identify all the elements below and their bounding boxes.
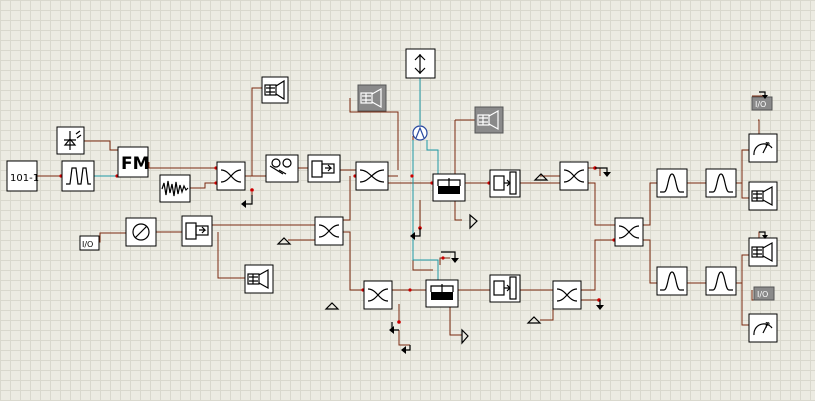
power-meter-p-label: P xyxy=(765,321,770,330)
scope-block-4[interactable] xyxy=(748,237,778,267)
fm-modulator-block[interactable]: FM xyxy=(117,146,150,178)
filter-icon xyxy=(709,271,733,291)
power-meter-icon: P xyxy=(753,141,773,156)
detector-block-top[interactable] xyxy=(432,173,466,202)
modulator-block-3[interactable] xyxy=(489,274,521,303)
power-meter-icon: P xyxy=(753,321,773,336)
photodiode-block[interactable] xyxy=(56,126,85,155)
io-block-1[interactable]: I/O xyxy=(79,235,100,251)
coupler-block-1[interactable] xyxy=(216,161,246,191)
noise-icon xyxy=(161,180,189,197)
source-code-label: 101-1 xyxy=(10,173,39,184)
coupler-block-6[interactable] xyxy=(552,280,582,310)
power-meter-block-1[interactable]: P xyxy=(748,133,778,163)
io-label: I/O xyxy=(755,100,766,109)
coupler-block-3[interactable] xyxy=(314,216,344,246)
terminator-icon xyxy=(441,251,459,263)
power-meter-p-label: P xyxy=(765,141,770,150)
splitter-node[interactable] xyxy=(412,125,428,141)
modulator-block-2[interactable] xyxy=(489,169,521,198)
ground-markers xyxy=(276,173,549,345)
coupler-icon xyxy=(318,224,340,238)
coupler-icon xyxy=(556,288,578,302)
scope-icon xyxy=(264,79,285,101)
ground-icon xyxy=(276,237,292,245)
detector-icon xyxy=(437,178,461,194)
fiber-spool-block[interactable] xyxy=(265,154,299,183)
waveform-icon xyxy=(66,167,91,185)
io-block-gray-2[interactable]: I/O xyxy=(753,286,775,301)
scope-icon xyxy=(751,241,773,263)
laser-source-icon xyxy=(414,54,426,74)
coupler-icon xyxy=(220,169,242,183)
io-block-gray-1[interactable]: I/O xyxy=(751,96,773,111)
filter-block-2[interactable] xyxy=(705,168,737,198)
modulator-icon xyxy=(311,160,335,178)
terminator-icon xyxy=(389,322,399,334)
modulator-icon xyxy=(493,276,517,300)
scope-block-3[interactable] xyxy=(748,181,778,211)
filter-block-4[interactable] xyxy=(705,266,737,296)
filter-icon xyxy=(660,173,684,193)
scope-block-gray-2[interactable] xyxy=(474,106,504,134)
noise-source-block[interactable] xyxy=(159,174,191,203)
laser-source-block[interactable] xyxy=(405,48,436,79)
fm-label: FM xyxy=(121,154,150,174)
coupler-icon xyxy=(359,169,385,183)
ground-icon xyxy=(526,316,542,324)
scope-icon xyxy=(751,185,773,207)
filter-block-3[interactable] xyxy=(656,266,688,296)
filter-icon xyxy=(709,173,733,193)
modulator-block-4[interactable] xyxy=(181,215,213,247)
detector-icon xyxy=(430,284,454,300)
scope-block-gray-1[interactable] xyxy=(357,84,387,112)
pulse-source-block[interactable]: 101-1 xyxy=(6,160,39,192)
io-label: I/O xyxy=(82,240,93,249)
io-label: I/O xyxy=(757,290,768,299)
wires xyxy=(37,78,766,346)
coupler-icon xyxy=(618,225,640,239)
coupler-block-2[interactable] xyxy=(355,161,389,191)
scope-block-1[interactable] xyxy=(261,76,289,104)
terminator-icon xyxy=(759,231,768,239)
terminator-icon xyxy=(596,300,604,310)
terminator-icon xyxy=(759,91,768,99)
detector-block-bottom[interactable] xyxy=(425,279,459,308)
scope-block-2[interactable] xyxy=(244,264,274,294)
terminator-icon xyxy=(401,345,411,354)
power-meter-block-2[interactable]: P xyxy=(748,313,778,343)
coupler-block-7[interactable] xyxy=(614,217,644,247)
scope-icon xyxy=(477,109,499,131)
scope-icon xyxy=(360,87,382,109)
ground-icon xyxy=(461,328,469,345)
ground-icon xyxy=(533,173,549,181)
terminator-icon xyxy=(241,195,253,208)
filter-block-1[interactable] xyxy=(656,168,688,198)
splitter-icon xyxy=(415,126,425,139)
coupler-icon xyxy=(563,169,585,183)
polarizer-icon xyxy=(132,223,150,241)
fiber-spool-icon xyxy=(269,158,292,175)
waveform-generator-block[interactable] xyxy=(61,160,95,192)
filter-icon xyxy=(660,271,684,291)
coupler-block-5[interactable] xyxy=(559,161,589,191)
terminator-markers xyxy=(241,91,768,354)
terminator-icon xyxy=(595,167,611,177)
ground-icon xyxy=(469,213,478,230)
modulator-block-1[interactable] xyxy=(307,154,341,183)
scope-icon xyxy=(247,268,269,290)
ground-icon xyxy=(324,302,340,310)
polarizer-block[interactable] xyxy=(125,217,157,247)
terminator-icon xyxy=(410,228,421,240)
coupler-block-4[interactable] xyxy=(363,280,393,310)
coupler-icon xyxy=(367,288,389,302)
modulator-icon xyxy=(493,171,517,195)
photodiode-icon xyxy=(63,130,82,150)
modulator-icon xyxy=(185,222,209,240)
